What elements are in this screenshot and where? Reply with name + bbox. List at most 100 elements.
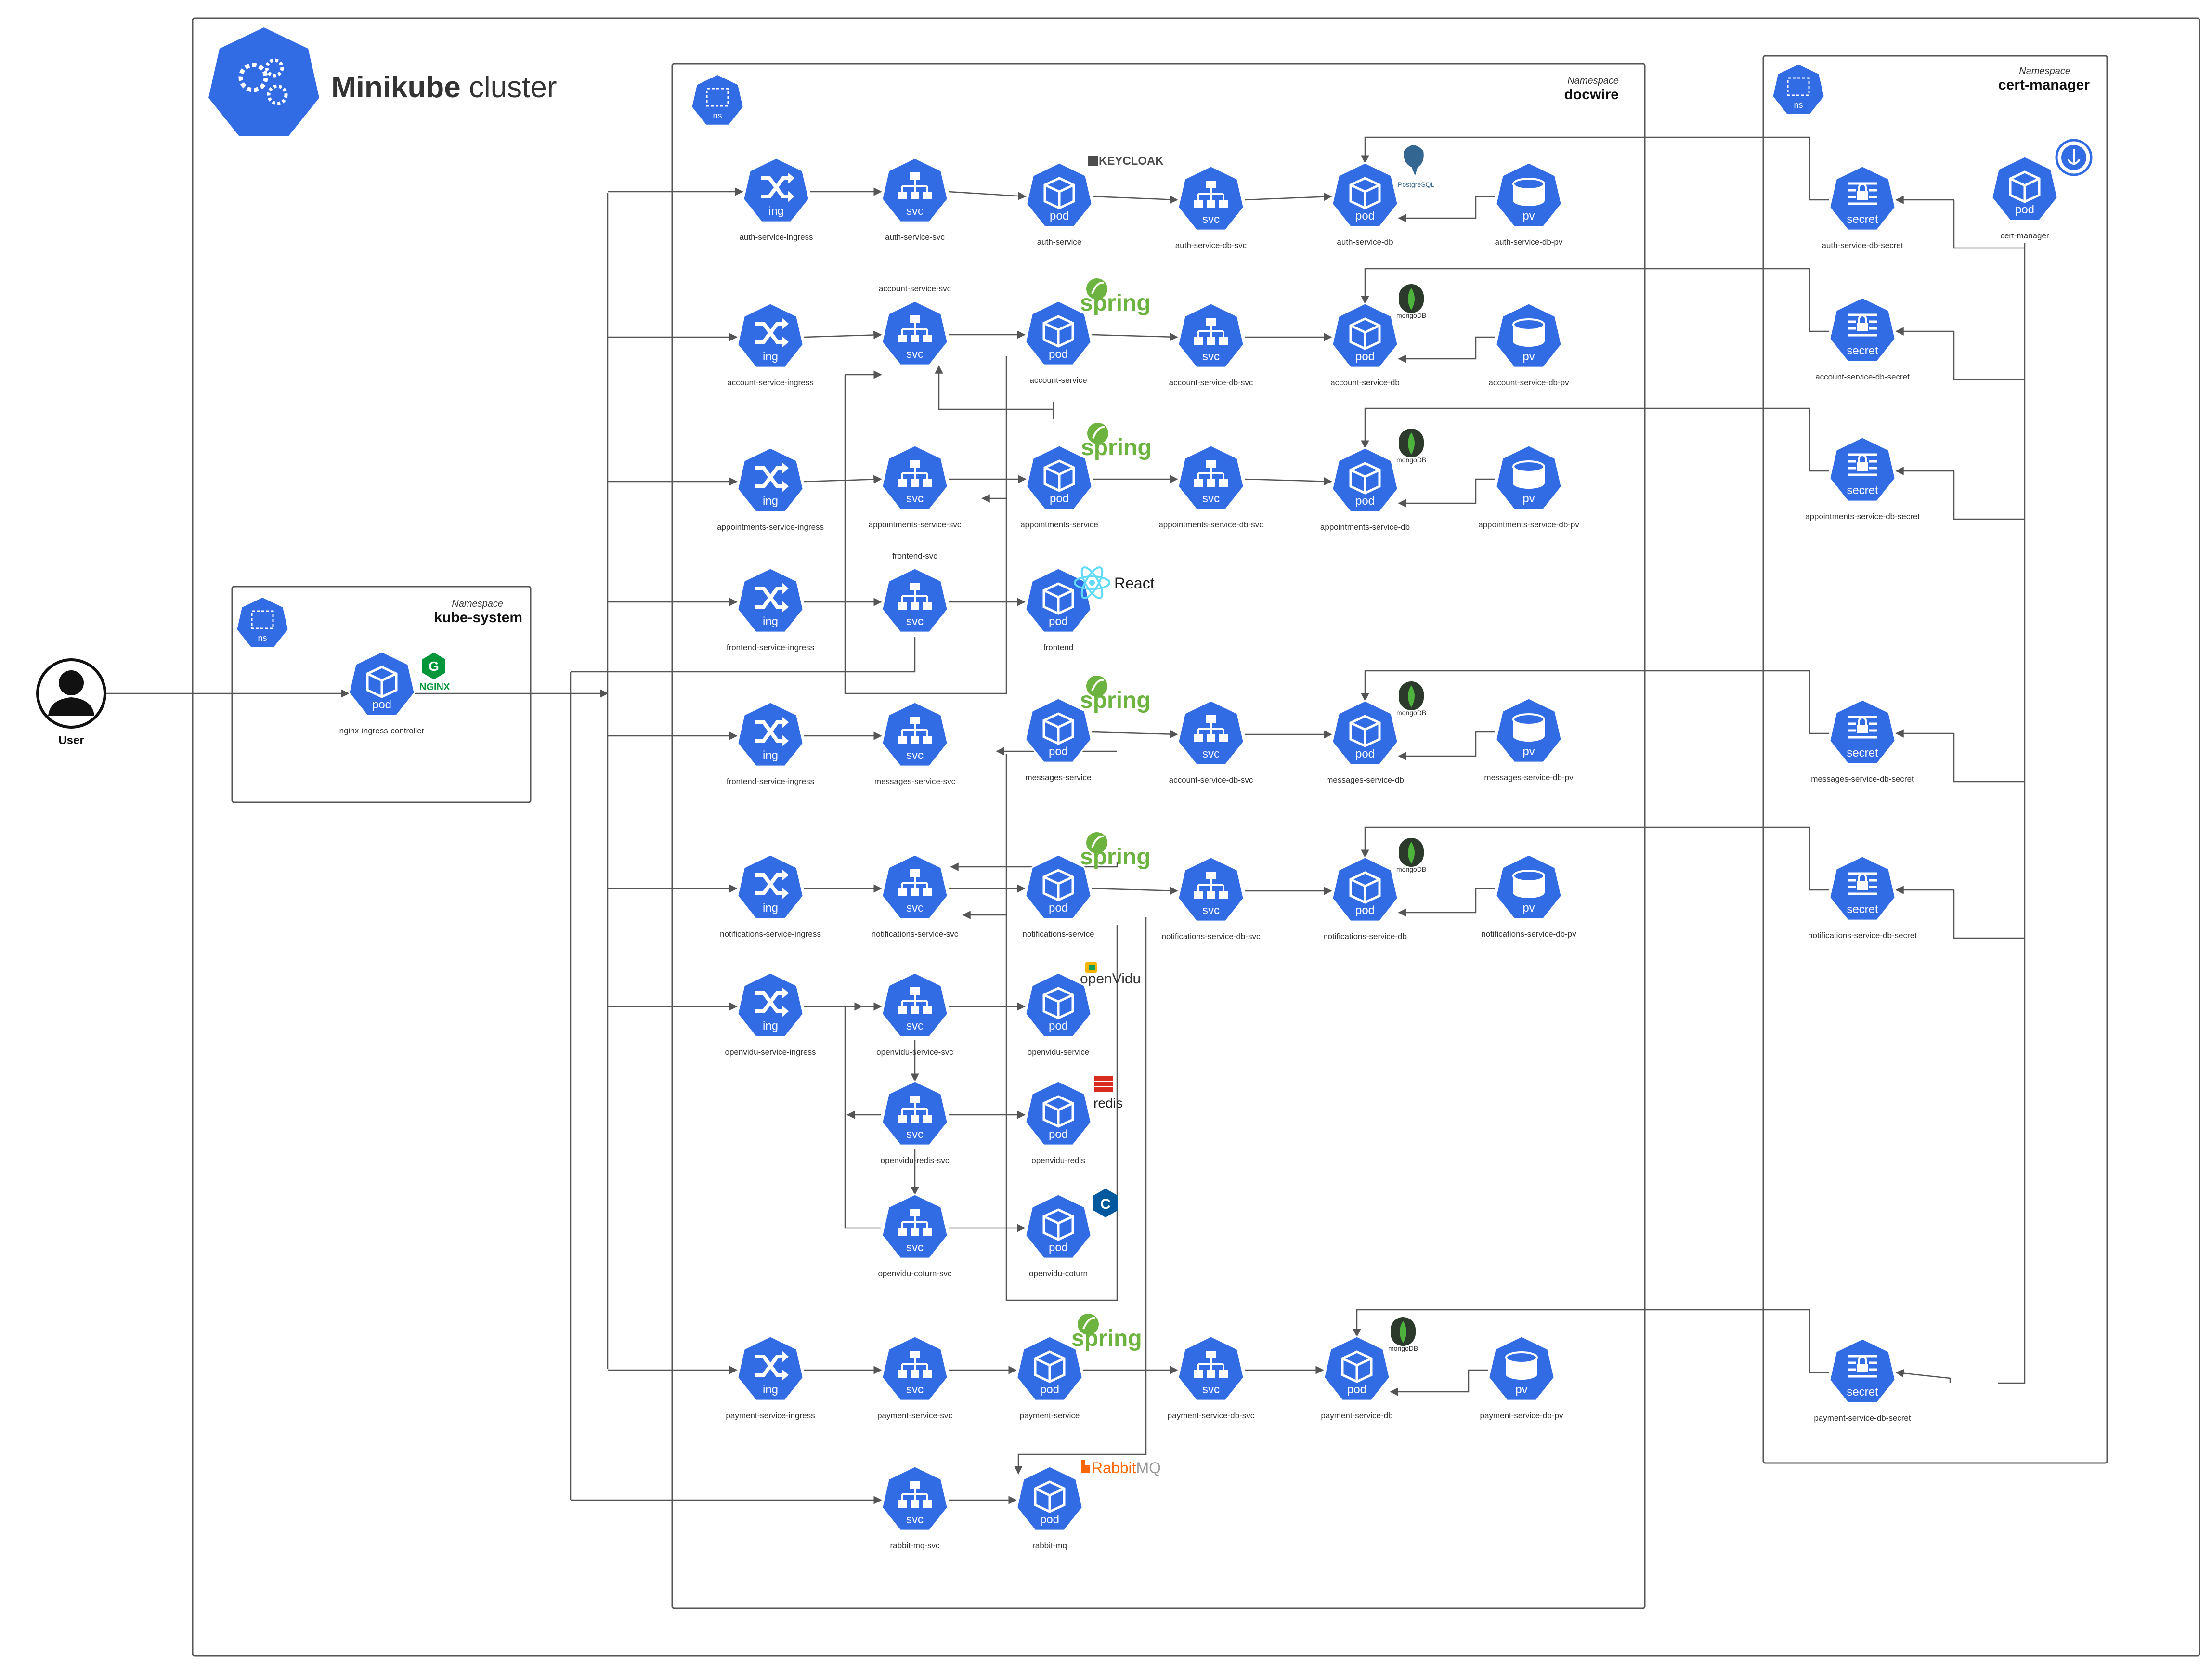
keycloak-logo-icon: KEYCLOAK — [1088, 155, 1164, 168]
mongodb-logo-text: mongoDB — [1396, 456, 1426, 464]
openvidu-logo-icon: openVidu — [1080, 962, 1141, 987]
mongodb-logo-text: mongoDB — [1396, 312, 1426, 319]
node-label: rabbit-mq — [1032, 1541, 1067, 1550]
kind-label: pod — [372, 698, 391, 711]
service-tree-icon — [1194, 181, 1228, 208]
node-label: notifications-service-ingress — [720, 929, 821, 939]
node-label: appointments-service-db-svc — [1158, 520, 1263, 529]
mongodb-logo-icon: mongoDB — [1396, 284, 1426, 319]
redis-stack-icon — [1094, 1076, 1113, 1081]
kind-label: svc — [906, 1383, 924, 1396]
namespace-cert-manager — [1762, 55, 2108, 1464]
person-body — [48, 697, 94, 716]
service-tree-icon — [898, 717, 932, 744]
volume-cylinder-icon — [1505, 1351, 1538, 1380]
node-label: account-service-svc — [879, 284, 951, 293]
edge-arrow — [1014, 917, 1147, 1475]
edge-line — [1005, 754, 1118, 1301]
mongodb-logo-text: mongoDB — [1396, 709, 1426, 717]
pod-cube-icon — [1341, 1350, 1373, 1383]
edge-arrow — [1092, 730, 1178, 739]
node-label: account-service-db-pv — [1488, 378, 1569, 387]
react-logo-text: React — [1114, 575, 1155, 592]
service-tree-icon — [1194, 318, 1228, 345]
node-label: openvidu-redis — [1031, 1156, 1085, 1165]
kind-label: pod — [2015, 203, 2034, 216]
node-label: payment-service-db — [1321, 1411, 1392, 1420]
kind-label: pod — [1355, 747, 1375, 760]
node-label: notifications-service-db-secret — [1808, 931, 1917, 940]
edge-line — [844, 1006, 881, 1229]
edge-cert-manager-bus — [1998, 243, 2026, 1384]
user-node[interactable]: User — [36, 658, 106, 747]
volume-cylinder-icon — [1512, 460, 1545, 489]
node-label: notifications-service-db — [1323, 932, 1407, 941]
kind-label: svc — [906, 205, 924, 218]
keycloak-mark-icon — [1088, 156, 1098, 166]
pod-cube-icon — [1042, 869, 1074, 901]
edge-arrow — [1398, 731, 1495, 760]
edge-arrow — [1398, 888, 1495, 917]
svg-text:C: C — [1100, 1196, 1111, 1212]
redis-logo-icon: redis — [1093, 1076, 1123, 1110]
ingress-shuffle-icon — [761, 172, 794, 202]
